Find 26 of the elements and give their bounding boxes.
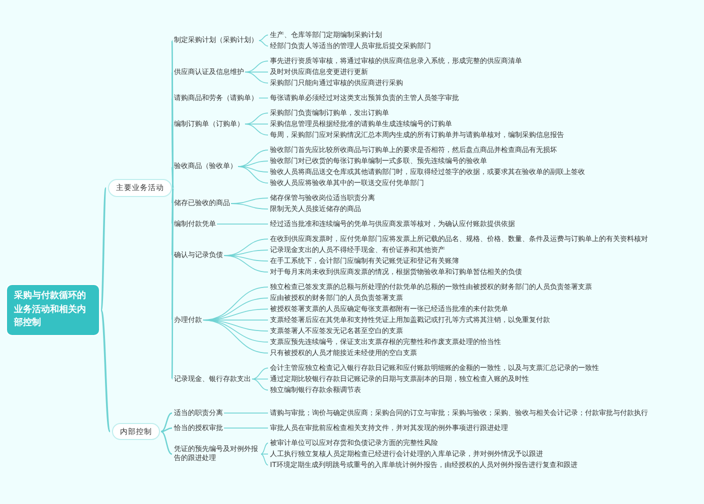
- connector-line: [160, 412, 172, 432]
- central-topic-box: 采购与付款循环的业务活动和相关内部控制: [6, 284, 100, 336]
- connector-line: [100, 310, 111, 432]
- connector-line: [260, 442, 268, 454]
- connector-line: [100, 188, 107, 310]
- connector-line: [252, 378, 268, 380]
- connector-line: [202, 320, 268, 354]
- connector-line: [244, 72, 268, 84]
- connector-line: [160, 427, 172, 432]
- connector-line: [260, 454, 268, 466]
- connector-line: [258, 40, 268, 46]
- connector-line: [252, 378, 268, 390]
- connector-line: [230, 203, 268, 210]
- connector-line: [238, 166, 268, 184]
- connector-line: [224, 255, 268, 262]
- connector-line: [160, 430, 172, 455]
- connector-line: [224, 255, 268, 272]
- connector-line: [171, 188, 174, 380]
- connector-line: [224, 412, 268, 414]
- connector-line: [238, 166, 268, 172]
- connector-line: [238, 160, 268, 167]
- connector-line: [258, 34, 268, 41]
- connector-line: [252, 368, 268, 380]
- connector-line: [244, 124, 268, 136]
- connector-line: [202, 320, 268, 342]
- connector-line: [171, 166, 174, 188]
